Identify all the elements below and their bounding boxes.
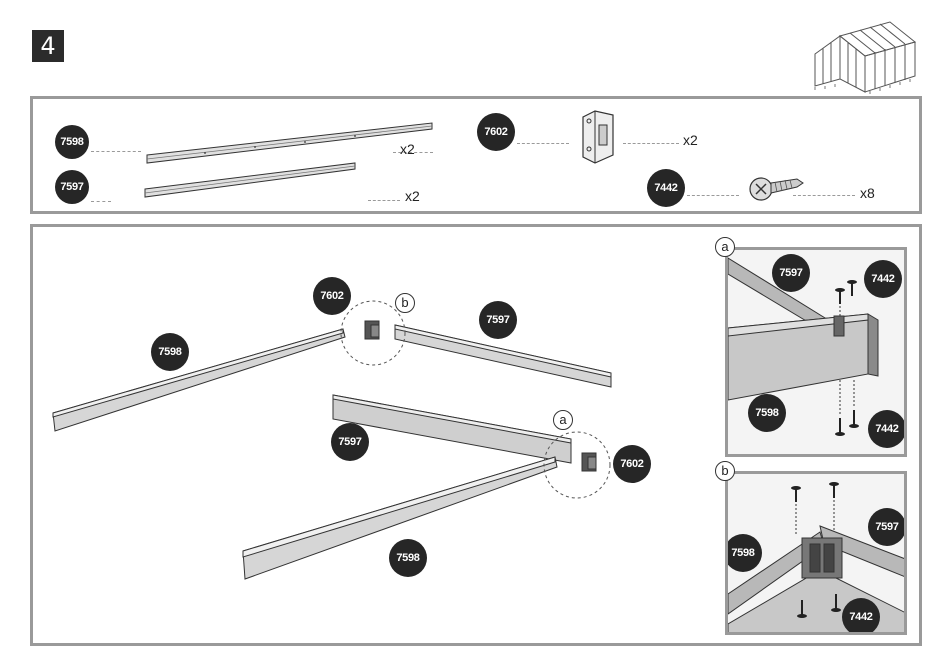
callout-letter: a	[553, 410, 573, 430]
detail-label: 7597	[868, 508, 906, 546]
part-code-badge: 7597	[55, 170, 89, 204]
detail-label: 7598	[748, 394, 786, 432]
part-code-badge: 7602	[477, 113, 515, 151]
leader-line	[517, 143, 569, 144]
leader-line	[623, 143, 679, 144]
assembly-label: 7597	[479, 301, 517, 339]
rail-7597-image	[143, 159, 358, 205]
assembly-label: 7598	[389, 539, 427, 577]
screw-7442-image	[749, 169, 805, 205]
assembly-label: 7602	[313, 277, 351, 315]
bracket-7602-image	[573, 107, 623, 169]
assembly-label: 7602	[613, 445, 651, 483]
leader-line	[91, 201, 111, 202]
leader-line	[687, 195, 739, 196]
part-code-badge: 7598	[55, 125, 89, 159]
leader-line	[793, 195, 855, 196]
detail-b: 7598 7597 7442	[725, 471, 907, 635]
detail-label: 7442	[864, 260, 902, 298]
detail-label: 7597	[772, 254, 810, 292]
part-quantity: x2	[405, 188, 420, 204]
detail-letter: a	[715, 237, 735, 257]
part-quantity: x2	[683, 132, 698, 148]
greenhouse-icon	[810, 14, 920, 94]
assembly-panel: 7602 7597 7598 7597 7602 7598 b a	[30, 224, 922, 646]
callout-letter: b	[395, 293, 415, 313]
part-code-badge: 7442	[647, 169, 685, 207]
part-quantity: x8	[860, 185, 875, 201]
leader-line	[91, 151, 141, 152]
detail-label: 7442	[868, 410, 906, 448]
detail-a: 7597 7442 7598 7442	[725, 247, 907, 457]
parts-panel: 7598 x2 7597 x2 7602 x2 7442 x8	[30, 96, 922, 214]
assembly-label: 7598	[151, 333, 189, 371]
step-number: 4	[32, 30, 64, 62]
assembly-label: 7597	[331, 423, 369, 461]
leader-line	[368, 200, 400, 201]
part-quantity: x2	[400, 141, 415, 157]
detail-label: 7598	[725, 534, 762, 572]
detail-letter: b	[715, 461, 735, 481]
detail-label: 7442	[842, 598, 880, 635]
assembly-drawing	[33, 227, 723, 643]
